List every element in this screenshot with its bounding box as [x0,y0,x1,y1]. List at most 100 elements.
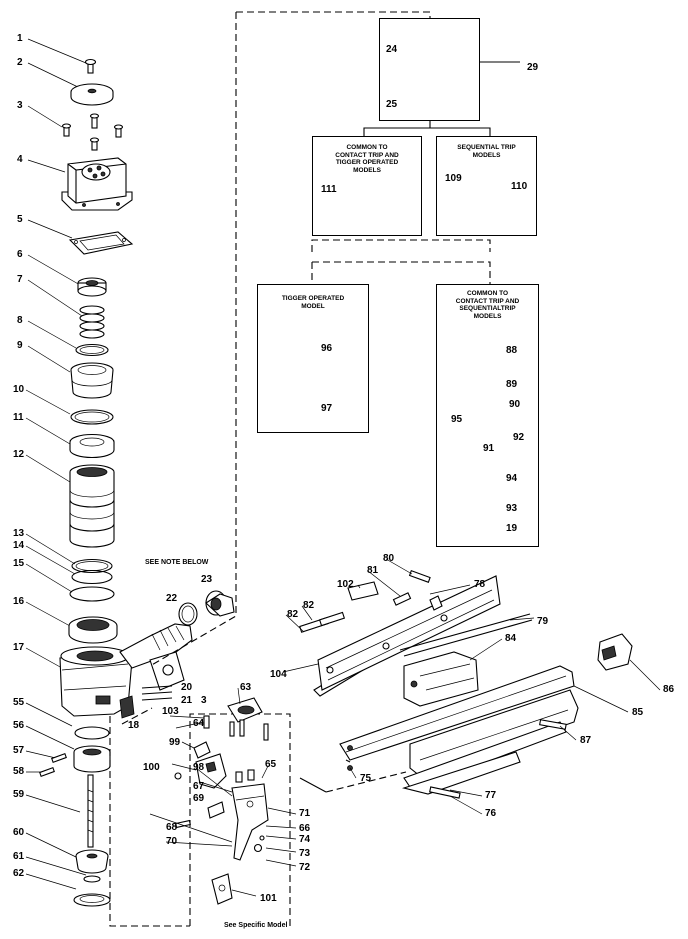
part-label-20: 20 [181,682,193,693]
piston-60 [75,849,109,874]
screws-3 [61,113,124,151]
part-label-18: 18 [128,720,140,731]
o-rings-13-14 [71,558,113,585]
sequential-trip-box: SEQUENTIAL TRIP MODELS [436,136,537,236]
bumper-11 [69,433,115,459]
part-label-72: 72 [299,862,311,873]
washer-61 [83,875,101,883]
cylinder-cap-4 [61,157,133,211]
plate-62 [73,893,111,907]
part-label-68: 68 [166,822,178,833]
part-label-81: 81 [367,565,379,576]
part-label-94: 94 [506,473,518,484]
magazine-assembly [282,558,661,815]
part-label-92: 92 [513,432,525,443]
part-label-14: 14 [13,540,25,551]
part-label-64: 64 [193,718,205,729]
part-label-110: 110 [511,181,528,192]
part-label-99: 99 [169,737,181,748]
part-label-59: 59 [13,789,25,800]
box-title-common-contact-trigger: COMMON TO CONTACT TRIP AND TIGGER OPERAT… [335,144,399,174]
part-label-102: 102 [337,579,354,590]
part-label-100: 100 [143,762,160,773]
see-note-below: SEE NOTE BELOW [145,559,209,566]
part-label-21: 21 [181,695,193,706]
part-label-16: 16 [13,596,25,607]
part-label-22: 22 [166,593,178,604]
part-label-12: 12 [13,449,25,460]
part-label-65: 65 [265,759,277,770]
part-label-73: 73 [299,848,311,859]
part-label-58: 58 [13,766,25,777]
seal-16 [68,616,118,644]
box-title-sequential-trip: SEQUENTIAL TRIP MODELS [457,144,516,159]
part-label-1: 1 [17,33,23,44]
trigger-assembly [149,687,297,905]
part-label-19: 19 [506,523,518,534]
part-label-10: 10 [13,384,25,395]
cylinder-12 [69,464,115,548]
part-label-9: 9 [17,340,23,351]
driver-59 [87,774,94,848]
part-label-101: 101 [260,893,277,904]
o-rings-7 [79,305,105,339]
part-label-69: 69 [193,793,205,804]
part-label-87: 87 [580,735,592,746]
piston-9 [70,362,114,399]
pins-20-21 [141,685,173,701]
o-ring-8 [75,343,109,357]
part-label-25: 25 [386,99,398,110]
part-label-2: 2 [17,57,23,68]
part-label-90: 90 [509,399,521,410]
part-label-13: 13 [13,528,25,539]
valve-6 [77,277,107,297]
housing-17 [59,623,193,719]
part-label-5: 5 [17,214,23,225]
part-label-97: 97 [321,403,333,414]
inlet-23 [205,590,235,617]
part-label-84: 84 [505,633,517,644]
part-label-66: 66 [299,823,311,834]
trigger-operated-box: TIGGER OPERATED MODEL [257,284,369,433]
part-label-3: 3 [17,100,23,111]
part-label-82: 82 [303,600,315,611]
box-title-common-contact-sequential: COMMON TO CONTACT TRIP AND SEQUENTIALTRI… [455,290,520,320]
part-label-24: 24 [386,44,398,55]
part-label-80: 80 [383,553,395,564]
part-label-61: 61 [13,851,25,862]
part-label-103: 103 [162,706,179,717]
o-ring-15 [69,586,115,602]
part-label-17: 17 [13,642,25,653]
part-label-98: 98 [193,762,205,773]
common-contact-trigger-box: COMMON TO CONTACT TRIP AND TIGGER OPERAT… [312,136,422,236]
part-label-79: 79 [537,616,549,627]
part-label-63: 63 [240,682,252,693]
part-label-89: 89 [506,379,518,390]
left-leader-lines [25,38,87,890]
part-label-82: 82 [287,609,299,620]
part-label-4: 4 [17,154,23,165]
part-label-91: 91 [483,443,495,454]
see-specific-model: See Specific Model [224,922,288,929]
part-label-8: 8 [17,315,23,326]
part-label-109: 109 [445,173,462,184]
part-label-57: 57 [13,745,25,756]
part-label-3: 3 [201,695,207,706]
assembly-solid-lines [363,61,520,136]
part-label-88: 88 [506,345,518,356]
o-ring-10 [70,409,114,425]
part-label-75: 75 [360,773,372,784]
part-label-11: 11 [13,412,24,423]
part-label-60: 60 [13,827,25,838]
part-label-86: 86 [663,684,675,695]
valve-assembly-box [379,18,480,121]
part-label-62: 62 [13,868,25,879]
part-label-93: 93 [506,503,518,514]
box-title-trigger-operated: TIGGER OPERATED MODEL [281,295,345,310]
part-label-78: 78 [474,579,486,590]
part-label-6: 6 [17,249,23,260]
part-label-23: 23 [201,574,213,585]
part-label-71: 71 [299,808,311,819]
part-label-55: 55 [13,697,25,708]
